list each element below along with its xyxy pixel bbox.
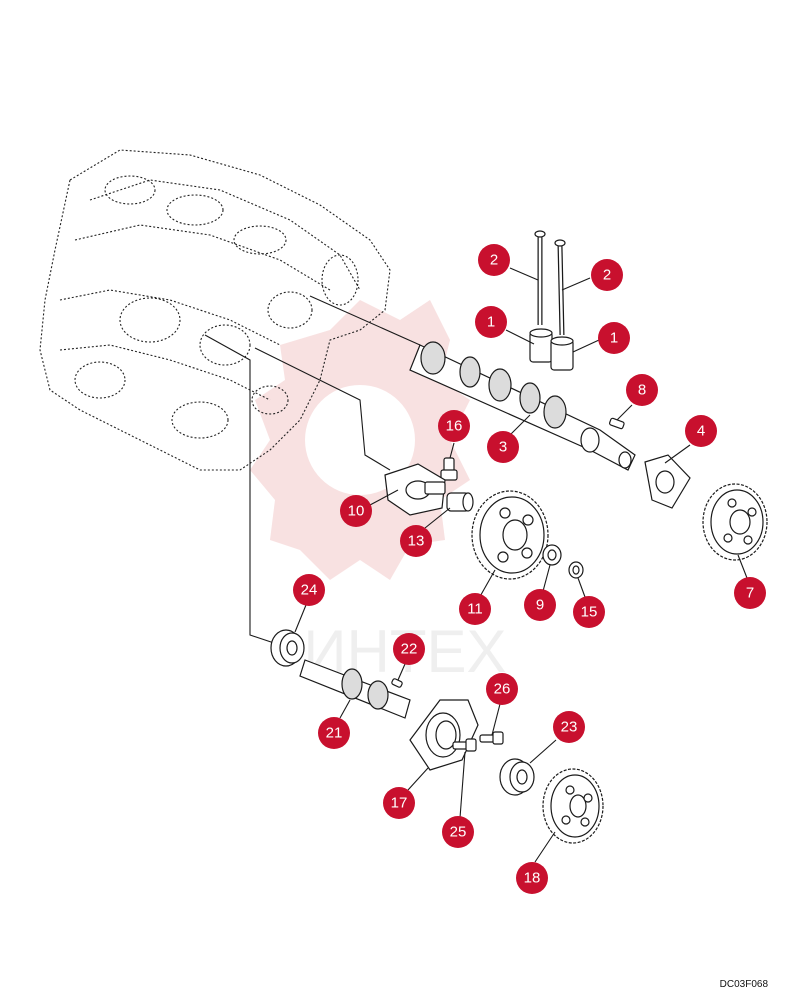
callout-7-label: 7 bbox=[746, 585, 754, 602]
callout-23-label: 23 bbox=[561, 719, 578, 736]
push-rod-pair bbox=[534, 230, 566, 336]
callout-2b[interactable]: 2 bbox=[591, 259, 623, 291]
callout-2b-label: 2 bbox=[603, 267, 611, 284]
bolt-25 bbox=[452, 738, 477, 752]
bearing-24 bbox=[270, 629, 305, 667]
callout-26[interactable]: 26 bbox=[486, 673, 518, 705]
callout-24-label: 24 bbox=[301, 582, 318, 599]
callout-21-label: 21 bbox=[326, 725, 343, 742]
engine-block-outline bbox=[39, 149, 391, 471]
assembly-guide-lines bbox=[204, 295, 421, 646]
tappet-pair bbox=[529, 328, 574, 371]
callout-13-label: 13 bbox=[408, 533, 425, 550]
callout-2a-label: 2 bbox=[490, 252, 498, 269]
pin-22 bbox=[391, 678, 403, 688]
callout-11-label: 11 bbox=[467, 601, 483, 618]
callout-7[interactable]: 7 bbox=[734, 577, 766, 609]
callout-3[interactable]: 3 bbox=[487, 431, 519, 463]
idler-holder bbox=[384, 463, 446, 516]
callout-9[interactable]: 9 bbox=[524, 589, 556, 621]
callout-leaders bbox=[294, 267, 748, 863]
callout-4-label: 4 bbox=[697, 423, 705, 440]
callout-13[interactable]: 13 bbox=[400, 525, 432, 557]
idler-gear bbox=[471, 490, 549, 580]
callout-3-label: 3 bbox=[499, 439, 507, 456]
bearing-23 bbox=[499, 758, 535, 796]
callout-10[interactable]: 10 bbox=[340, 495, 372, 527]
balancer-shaft bbox=[299, 659, 411, 719]
callout-15[interactable]: 15 bbox=[573, 596, 605, 628]
callout-23[interactable]: 23 bbox=[553, 711, 585, 743]
callout-22-label: 22 bbox=[401, 641, 418, 658]
callout-18[interactable]: 18 bbox=[516, 862, 548, 894]
thrust-plate bbox=[644, 454, 691, 509]
callout-22[interactable]: 22 bbox=[393, 633, 425, 665]
callout-8[interactable]: 8 bbox=[626, 374, 658, 406]
callout-11[interactable]: 11 bbox=[459, 593, 491, 625]
callout-21[interactable]: 21 bbox=[318, 717, 350, 749]
idler-bushing bbox=[446, 492, 474, 512]
callout-17-label: 17 bbox=[391, 795, 408, 812]
callout-18-label: 18 bbox=[524, 870, 541, 887]
camshaft bbox=[409, 341, 636, 471]
callout-17[interactable]: 17 bbox=[383, 787, 415, 819]
snap-ring bbox=[568, 561, 584, 579]
balancer-gear bbox=[542, 768, 604, 844]
woodruff-key bbox=[609, 417, 625, 430]
callout-16-label: 16 bbox=[446, 418, 463, 435]
bearing-housing bbox=[409, 699, 479, 771]
cam-gear bbox=[702, 483, 768, 561]
callout-10-label: 10 bbox=[348, 503, 365, 520]
callout-8-label: 8 bbox=[638, 382, 646, 399]
callout-2a[interactable]: 2 bbox=[478, 244, 510, 276]
callout-9-label: 9 bbox=[536, 597, 544, 614]
callout-4[interactable]: 4 bbox=[685, 415, 717, 447]
callout-25-label: 25 bbox=[450, 824, 467, 841]
callout-1a-label: 1 bbox=[487, 314, 495, 331]
callout-16[interactable]: 16 bbox=[438, 410, 470, 442]
bolt-16 bbox=[440, 457, 458, 481]
washer bbox=[542, 544, 562, 566]
callout-15-label: 15 bbox=[581, 604, 598, 621]
callout-1a[interactable]: 1 bbox=[475, 306, 507, 338]
callout-26-label: 26 bbox=[494, 681, 511, 698]
callout-24[interactable]: 24 bbox=[293, 574, 325, 606]
bolt-26 bbox=[479, 731, 504, 745]
callout-1b-label: 1 bbox=[610, 330, 618, 347]
drawing-reference-code: DC03F068 bbox=[719, 979, 768, 990]
callout-1b[interactable]: 1 bbox=[598, 322, 630, 354]
callout-25[interactable]: 25 bbox=[442, 816, 474, 848]
